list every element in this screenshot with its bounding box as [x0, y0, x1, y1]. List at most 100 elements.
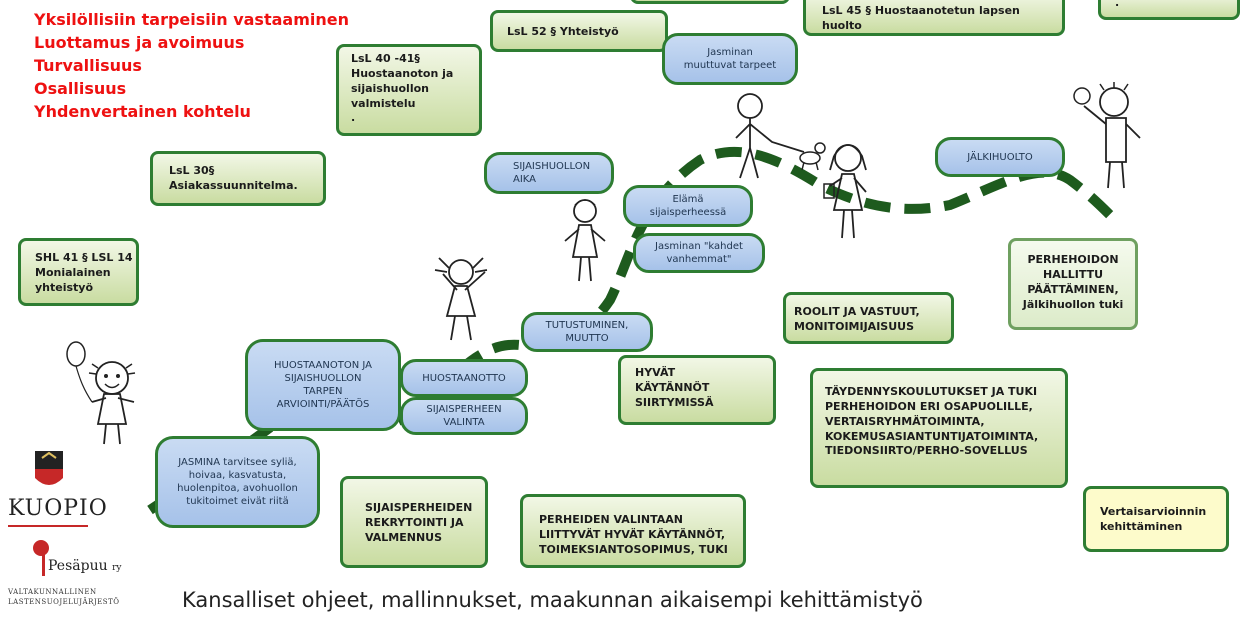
box-line: TOIMEKSIANTOSOPIMUS, TUKI	[539, 542, 728, 556]
pill-sijaishuollon-aika: SIJAISHUOLLON AIKA	[484, 152, 614, 194]
box-line: MONITOIMIJAISUUS	[794, 319, 914, 333]
values-list: Yksilöllisiin tarpeisiin vastaaminen Luo…	[34, 8, 349, 123]
pill-line: huolenpitoa, avohuollon	[177, 483, 298, 494]
pill-line: TUTUSTUMINEN,	[545, 320, 629, 331]
pill-tutustuminen: TUTUSTUMINEN, MUUTTO	[521, 312, 653, 352]
box-line: TÄYDENNYSKOULUTUKSET JA TUKI	[825, 385, 1038, 398]
value-item: Osallisuus	[34, 79, 127, 98]
box-taydennys: TÄYDENNYSKOULUTUKSET JA TUKI PERHEHOIDON…	[810, 368, 1068, 488]
girl-with-balloon-figure	[66, 341, 136, 445]
pill-line: tukitoimet eivät riitä	[186, 496, 289, 507]
box-line: PERHEIDEN VALINTAAN	[539, 513, 684, 526]
box-line: ROOLIT JA VASTUUT,	[794, 305, 920, 318]
pesapuu-name-text: Pesäpuu	[48, 558, 108, 574]
box-line: HALLITTU	[1042, 267, 1104, 281]
pill-line: MUUTTO	[565, 333, 609, 344]
lsl45-text: LsL 45 § Huostaanotetun lapsen huolto	[822, 4, 1020, 32]
box-line: PERHEHOIDON ERI OSAPUOLILLE,	[825, 399, 1033, 413]
girl-with-pigtails-figure	[434, 257, 488, 341]
pesapuu-name: Pesäpuu ry	[48, 558, 121, 574]
pill-line: SIJAISHUOLLON	[513, 161, 591, 172]
box-line: kehittäminen	[1100, 519, 1183, 533]
kuopio-underline	[8, 525, 88, 527]
pill-line: SIJAISHUOLLON	[284, 373, 362, 384]
box-line: PERHEHOIDON	[1027, 253, 1119, 266]
pill-line: AIKA	[513, 174, 537, 185]
lsl30-title: LsL 30§	[169, 164, 215, 177]
lsl52-text: LsL 52 § Yhteistyö	[507, 25, 619, 38]
partial-right-text: .	[1115, 0, 1120, 9]
pill-sijaisperheen-valinta: SIJAISPERHEEN VALINTA	[400, 397, 528, 435]
pill-line: hoivaa, kasvatusta,	[188, 470, 287, 481]
kuopio-logo: KUOPIO	[8, 450, 107, 532]
pill-line: Jasminan "kahdet	[655, 241, 743, 252]
pesapuu-sub2: LASTENSUOJELUJÄRJESTÖ	[8, 598, 120, 606]
box-partial-top	[630, 0, 790, 4]
pill-line: JASMINA tarvitsee syliä,	[178, 457, 297, 468]
box-line: VERTAISRYHMÄTOIMINTA,	[825, 414, 985, 428]
pill-line: Jasminan	[707, 47, 753, 58]
lsl30-body: Asiakassuunnitelma.	[169, 178, 298, 192]
pill-kahdet: Jasminan "kahdet vanhemmat"	[633, 233, 765, 273]
lsl4041-dot: .	[351, 111, 356, 125]
girl-with-bag-figure	[823, 144, 867, 239]
box-lsl4041: LsL 40 -41§ Huostaanoton ja sijaishuollo…	[336, 44, 482, 136]
lsl4041-title: LsL 40 -41§	[351, 52, 420, 65]
box-line: LIITTYVÄT HYVÄT KÄYTÄNNÖT,	[539, 527, 726, 541]
box-valintaan: PERHEIDEN VALINTAAN LIITTYVÄT HYVÄT KÄYT…	[520, 494, 746, 568]
pill-jasmina-needs: Jasminan muuttuvat tarpeet	[662, 33, 798, 85]
box-roolit: ROOLIT JA VASTUUT, MONITOIMIJAISUUS	[783, 292, 954, 344]
box-line: REKRYTOINTI JA	[365, 515, 464, 529]
pill-line: JÄLKIHUOLTO	[967, 151, 1033, 163]
box-vertaisarviointi: Vertaisarvioinnin kehittäminen	[1083, 486, 1229, 552]
pesapuu-ry: ry	[112, 563, 122, 573]
box-hallittu: PERHEHOIDON HALLITTU PÄÄTTÄMINEN, Jälkih…	[1008, 238, 1138, 330]
pesapuu-sub1: VALTAKUNNALLINEN	[8, 588, 97, 596]
pill-arviointi: HUOSTAANOTON JA SIJAISHUOLLON TARPEN ARV…	[245, 339, 401, 431]
girl-standing-figure	[564, 199, 606, 282]
pill-line: HUOSTAANOTON JA	[274, 360, 372, 371]
pill-elama: Elämä sijaisperheessä	[623, 185, 753, 227]
box-line: Vertaisarvioinnin	[1100, 505, 1207, 518]
pill-jalkihuolto: JÄLKIHUOLTO	[935, 137, 1065, 177]
pill-line: SIJAISPERHEEN	[426, 404, 502, 415]
pill-line: vanhemmat"	[666, 254, 732, 265]
kuopio-logo-text: KUOPIO	[8, 496, 108, 521]
pill-huostaanotto: HUOSTAANOTTO	[400, 359, 528, 397]
box-hyvat: HYVÄT KÄYTÄNNÖT SIIRTYMISSÄ	[618, 355, 776, 425]
box-line: Jälkihuollon tuki	[1022, 297, 1124, 311]
box-line: SIJAISPERHEIDEN	[365, 501, 473, 514]
pill-line: sijaisperheessä	[649, 207, 727, 218]
pill-line: TARPEN	[303, 386, 343, 397]
adult-with-apple-figure	[1073, 82, 1141, 189]
kuopio-crest-icon	[35, 451, 63, 485]
lsl4041-body: Huostaanoton ja sijaishuollon valmistelu	[351, 66, 454, 110]
box-line: SIIRTYMISSÄ	[635, 395, 714, 409]
value-item: Yksilöllisiin tarpeisiin vastaaminen	[34, 10, 349, 29]
box-partial-right: .	[1098, 0, 1240, 20]
box-lsl52: LsL 52 § Yhteistyö	[490, 10, 668, 52]
person-walking-dog-figure	[735, 93, 826, 179]
shl41-body: Monialainen yhteistyö	[35, 265, 111, 294]
box-line: PÄÄTTÄMINEN,	[1027, 282, 1119, 296]
pill-line: HUOSTAANOTTO	[422, 372, 506, 384]
box-lsl45: LsL 45 § Huostaanotetun lapsen huolto	[803, 0, 1065, 36]
box-line: VALMENNUS	[365, 530, 443, 544]
pesapuu-logo: Pesäpuu ry VALTAKUNNALLINEN LASTENSUOJEL…	[8, 538, 148, 610]
pill-line: ARVIOINTI/PÄÄTÖS	[276, 399, 370, 410]
box-line: TIEDONSIIRTO/PERHO-SOVELLUS	[825, 444, 1028, 458]
pill-line: VALINTA	[443, 417, 485, 428]
box-shl41: SHL 41 § LSL 14 Monialainen yhteistyö	[18, 238, 139, 306]
shl41-title: SHL 41 § LSL 14	[35, 251, 133, 264]
pill-line: muuttuvat tarpeet	[683, 60, 777, 71]
box-line: KOKEMUSASIANTUNTIJATOIMINTA,	[825, 429, 1039, 443]
box-line: KÄYTÄNNÖT	[635, 380, 710, 394]
box-lsl30: LsL 30§ Asiakassuunnitelma.	[150, 151, 326, 206]
box-rekrytointi: SIJAISPERHEIDEN REKRYTOINTI JA VALMENNUS	[340, 476, 488, 568]
pill-line: Elämä	[672, 194, 704, 205]
footer-caption: Kansalliset ohjeet, mallinnukset, maakun…	[182, 588, 923, 612]
value-item: Yhdenvertainen kohtelu	[34, 102, 251, 121]
value-item: Luottamus ja avoimuus	[34, 33, 245, 52]
box-line: HYVÄT	[635, 366, 676, 379]
pesapuu-tree-icon	[33, 540, 49, 576]
